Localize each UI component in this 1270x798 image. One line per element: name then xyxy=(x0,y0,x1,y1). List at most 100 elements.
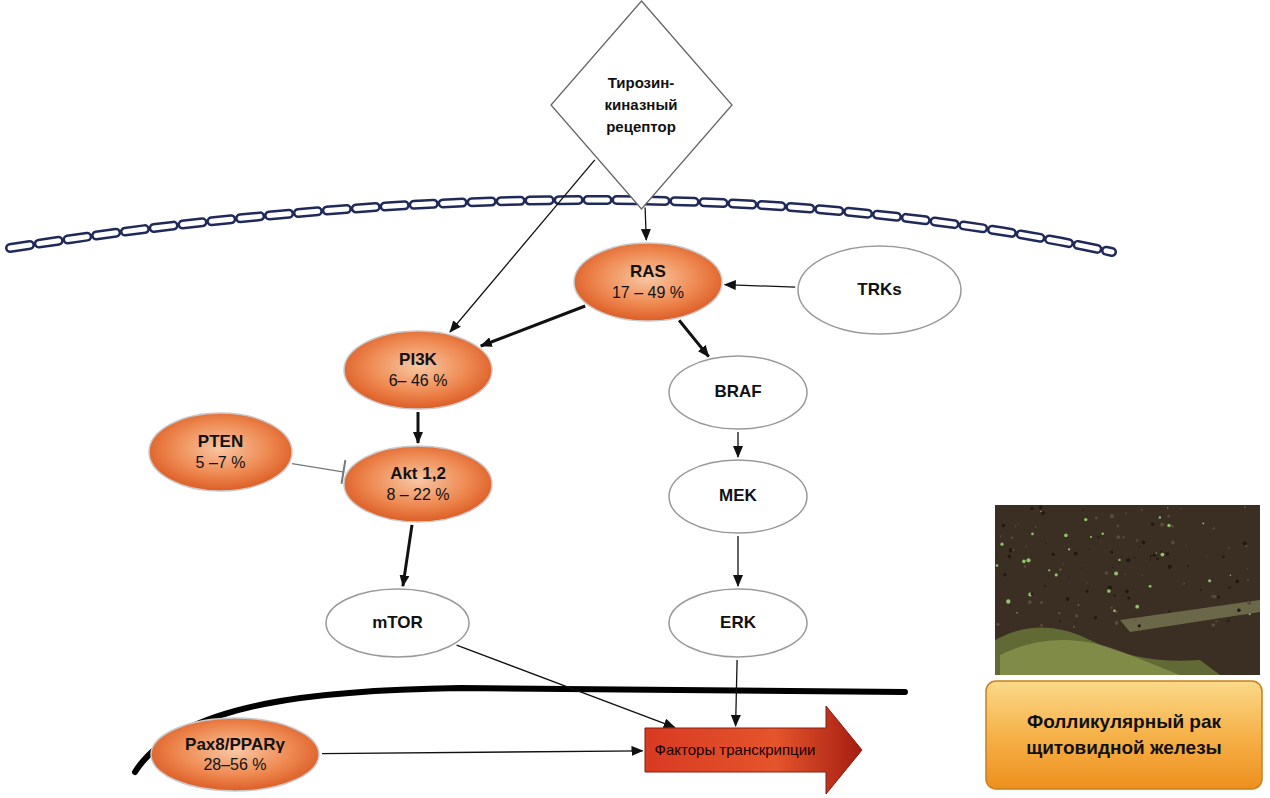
photo-speckle xyxy=(1110,514,1114,518)
photo-speckle xyxy=(1171,525,1174,528)
photo-speckle xyxy=(1088,548,1089,549)
photo-speckle xyxy=(1213,527,1215,529)
photo-speckle xyxy=(1122,536,1124,538)
photo-speckle xyxy=(1227,620,1229,622)
photo-speckle xyxy=(1044,585,1046,587)
activation-arrow xyxy=(736,660,738,726)
photo-speckle xyxy=(1168,565,1172,569)
outline-shape xyxy=(344,331,492,409)
photo-speckle xyxy=(1113,609,1116,612)
photo-speckle xyxy=(1024,565,1027,568)
photo-speckle xyxy=(1031,533,1034,536)
photo-speckle xyxy=(1186,545,1187,546)
outline-shape xyxy=(798,246,961,334)
photo-speckle xyxy=(1149,559,1150,560)
photo-speckle xyxy=(1068,548,1070,550)
activation-arrow xyxy=(403,525,412,586)
photo-speckle xyxy=(1156,558,1159,561)
node-label: TRKs xyxy=(857,280,901,300)
gene-ellipse: BRAF xyxy=(668,355,808,430)
photo-speckle xyxy=(1110,606,1113,609)
photo-speckle xyxy=(1118,559,1120,561)
mutation-frequency: 8 – 22 % xyxy=(386,485,449,504)
photo-speckle xyxy=(1124,574,1126,576)
photo-speckle xyxy=(1202,523,1204,525)
photo-speckle xyxy=(996,623,999,626)
photo-speckle xyxy=(1040,601,1043,604)
outline-shape xyxy=(669,460,807,533)
photo-speckle xyxy=(1114,571,1118,575)
photo-speckle xyxy=(1026,546,1028,548)
photo-speckle xyxy=(1142,541,1146,545)
node-label: Фолликулярный рак щитовидной железы xyxy=(999,709,1249,760)
gene-ellipse: MEK xyxy=(668,459,808,534)
photo-speckle xyxy=(1041,511,1045,515)
photo-speckle xyxy=(1075,614,1078,617)
node-outline xyxy=(985,680,1263,790)
photo-speckle xyxy=(1030,507,1034,511)
photo-speckle xyxy=(1013,549,1015,551)
photo-speckle xyxy=(1171,541,1175,545)
photo-speckle xyxy=(1102,533,1104,535)
photo-streak xyxy=(1000,640,1180,675)
gene-ellipse: TRKs xyxy=(797,245,962,335)
photo-speckle xyxy=(1086,590,1089,593)
histology-photo xyxy=(995,505,1260,675)
gene-ellipse: Pax8/PPARγ28–56 % xyxy=(150,717,320,792)
photo-speckle xyxy=(1084,518,1087,521)
photo-speckle xyxy=(1035,526,1037,528)
activation-arrow xyxy=(481,306,585,346)
photo-speckle xyxy=(1134,557,1136,559)
photo-streak xyxy=(995,628,1220,676)
photo-speckle xyxy=(1235,579,1239,583)
node-label: Akt 1,2 xyxy=(390,464,446,484)
photo-speckle xyxy=(1161,553,1165,557)
photo-speckle xyxy=(1052,553,1055,556)
photo-speckle xyxy=(1150,555,1152,557)
activation-arrow xyxy=(450,160,595,332)
photo-speckle xyxy=(1048,569,1050,571)
node-outline xyxy=(343,330,493,410)
photo-speckle xyxy=(1212,623,1216,627)
photo-speckle xyxy=(1127,597,1130,600)
photo-speckle xyxy=(1151,523,1154,526)
photo-speckle xyxy=(1063,563,1064,564)
photo-speckle xyxy=(1149,585,1152,588)
photo-speckle xyxy=(1026,558,1030,562)
photo-speckle xyxy=(1100,541,1101,542)
photo-speckle xyxy=(1126,558,1130,562)
gene-ellipse: PI3K6– 46 % xyxy=(343,330,493,410)
activation-arrow xyxy=(322,751,643,754)
photo-speckle xyxy=(1136,539,1138,541)
mutation-frequency: 5 –7 % xyxy=(196,453,246,472)
photo-speckle xyxy=(1082,568,1083,569)
photo-speckle xyxy=(1040,624,1043,627)
photo-speckle xyxy=(1010,536,1013,539)
node-label: Pax8/PPARγ xyxy=(185,735,285,755)
photo-speckle xyxy=(1073,626,1074,627)
mutation-frequency: 17 – 49 % xyxy=(612,283,684,302)
node-label: mTOR xyxy=(372,613,423,633)
transcription-arrow: Факторы транскрипции xyxy=(645,728,826,772)
photo-speckle xyxy=(1167,524,1170,527)
photo-speckle xyxy=(1016,612,1017,613)
activation-arrow xyxy=(645,207,646,240)
photo-speckle xyxy=(1003,573,1006,576)
photo-speckle xyxy=(1039,506,1043,510)
photo-speckle xyxy=(1153,553,1157,557)
photo-speckle xyxy=(1028,600,1032,604)
activation-arrow xyxy=(725,285,795,287)
outline-shape xyxy=(326,589,469,657)
outline-shape xyxy=(669,589,807,657)
photo-speckle xyxy=(1110,551,1113,554)
node-label: MEK xyxy=(719,486,757,506)
photo-speckle xyxy=(1058,612,1061,615)
cell-membrane-inner xyxy=(10,200,1112,252)
gene-ellipse: mTOR xyxy=(325,588,470,658)
node-outline xyxy=(573,242,723,322)
photo-speckle xyxy=(1031,592,1034,595)
photo-speckle xyxy=(1167,515,1170,518)
photo-speckle xyxy=(1135,605,1139,609)
photo-speckle xyxy=(1097,536,1099,538)
photo-speckle xyxy=(1183,583,1185,585)
